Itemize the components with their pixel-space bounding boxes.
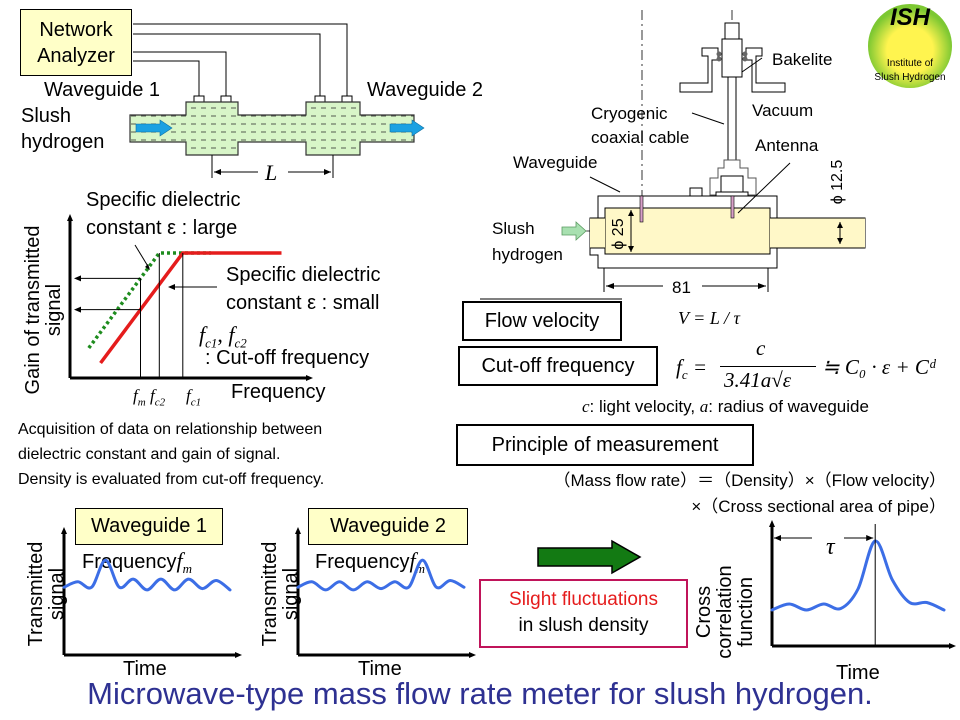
flow-arrow-out (389, 119, 425, 137)
sensor-fluid-line2: hydrogen (492, 245, 563, 264)
antenna-label: Antenna (755, 136, 819, 155)
gain-readout-arrow (74, 306, 81, 313)
waveguide2-chart-title: Waveguide 2 (308, 508, 468, 545)
large-label-leader (134, 244, 150, 269)
cable-1 (133, 23, 348, 98)
signal1-subtitle: Frequencyfm (82, 548, 193, 576)
description-line1: Acquisition of data on relationship betw… (18, 421, 323, 438)
flow-velocity-box: Flow velocity (462, 301, 622, 341)
correlation-ylabel-line2: correlation (714, 565, 736, 659)
analyzer-label-line1: Network (39, 18, 113, 41)
flow-velocity-equation: V = L / τ (678, 308, 740, 328)
dim-length-81: 81 (672, 278, 691, 297)
logo-emblem (868, 4, 952, 88)
signal1-y-arrow (61, 527, 67, 534)
distance-label: L (265, 160, 278, 185)
waveguide1-chart-title: Waveguide 1 (75, 508, 223, 545)
signal2-xlabel: Time (358, 658, 402, 680)
large-label-line1: Specific dielectric (86, 189, 241, 211)
correlation-y-arrow (769, 520, 775, 527)
tau-label: τ (826, 534, 835, 560)
cutoff-lhs: fc = (676, 355, 708, 383)
correlation-ylabel-line1: Cross (693, 585, 715, 639)
cable-3 (133, 51, 227, 98)
pipe-body (129, 101, 415, 156)
principle-line2: ×（Cross sectional area of pipe） (691, 497, 946, 516)
principle-box: Principle of measurement (456, 424, 754, 466)
ish-logo: ISH Institute of Slush Hydrogen (866, 2, 954, 90)
logo-line1: Institute of (886, 58, 934, 69)
tick-fm: fm (133, 386, 146, 409)
vacuum-label: Vacuum (752, 101, 814, 120)
cutoff-label: : Cut-off frequency (205, 347, 370, 369)
large-label-line2: constant ε : large (86, 217, 238, 239)
cutoff-frequency-box: Cut-off frequency (458, 346, 658, 386)
gain-readout-arrow (74, 275, 81, 282)
logo-abbrev: ISH (889, 4, 930, 31)
description-line3: Density is evaluated from cut-off freque… (18, 471, 325, 488)
signal1-x-arrow (235, 652, 242, 658)
fluctuation-line1: Slight fluctuations (509, 589, 658, 610)
waveguide-label: Waveguide (513, 153, 598, 172)
flow-arrow-in (135, 119, 173, 137)
cable-label-line1: Cryogenic (591, 104, 668, 123)
logo-line2: Slush Hydrogen (874, 72, 946, 83)
bakelite-label: Bakelite (772, 50, 833, 69)
cutoff-rhs: ≒ C₀ · ε + Cᵈ (822, 355, 936, 379)
gain-x-arrow (306, 375, 313, 381)
fluid-label-line1: Slush (21, 105, 72, 127)
cutoff-denominator: 3.41a√ε (724, 368, 792, 392)
signal2-x-arrow (469, 652, 476, 658)
cutoff-numerator: c (756, 336, 766, 360)
large-label-leader-arrow (145, 264, 150, 270)
inlet-arrow (561, 221, 587, 241)
cutoff-equation: fc = c 3.41a√ε ≒ C₀ · ε + Cᵈ (676, 336, 946, 398)
signal1-line (62, 558, 232, 592)
analyzer-label-line2: Analyzer (37, 44, 115, 67)
cable-4 (133, 60, 200, 98)
sensor-fluid-line1: Slush (492, 219, 535, 238)
tick-fc1: fc1 (186, 386, 202, 409)
pipeline-svg (129, 23, 425, 178)
gain-y-arrow (67, 214, 73, 221)
cable-label-line2: coaxial cable (591, 128, 690, 147)
correlation-ylabel-line3: function (735, 576, 757, 648)
fluctuation-box: Slight fluctuations in slush density (479, 579, 688, 648)
small-label-leader-arrow (168, 284, 175, 290)
cutoff-symbols: fc1, fc2 (199, 322, 247, 351)
signal2-y-arrow (295, 527, 301, 534)
cable-2 (133, 33, 321, 98)
small-label-line2: constant ε : small (226, 292, 380, 314)
fluctuation-line2: in slush density (518, 614, 649, 636)
green-arrow-icon (537, 539, 642, 575)
gain-chart-xlabel: Frequency (231, 381, 326, 403)
signal2-subtitle: Frequencyfm (315, 548, 426, 576)
correlation-xlabel: Time (836, 662, 880, 684)
principle-line1: （Mass flow rate）＝（Density）×（Flow velocit… (553, 471, 946, 490)
waveguide1-label: Waveguide 1 (44, 79, 160, 101)
small-label-line1: Specific dielectric (226, 264, 381, 286)
correlation-ylabel: Cross correlation function (693, 557, 768, 667)
gain-chart (67, 214, 313, 381)
equation-legend: c: light velocity, a: radius of waveguid… (582, 397, 869, 416)
signal2-line (296, 558, 466, 592)
waveguide2-label: Waveguide 2 (367, 79, 483, 101)
network-analyzer-box: Network Analyzer (20, 9, 132, 76)
slide-title: Microwave-type mass flow rate meter for … (87, 676, 873, 711)
description-line2: dielectric constant and gain of signal. (18, 446, 281, 463)
tick-fc2: fc2 (150, 386, 166, 409)
fluid-label-line2: hydrogen (21, 131, 105, 153)
correlation-line (770, 539, 946, 612)
signal1-xlabel: Time (123, 658, 167, 680)
sensor-diagram (480, 10, 866, 300)
correlation-x-arrow (949, 643, 956, 649)
